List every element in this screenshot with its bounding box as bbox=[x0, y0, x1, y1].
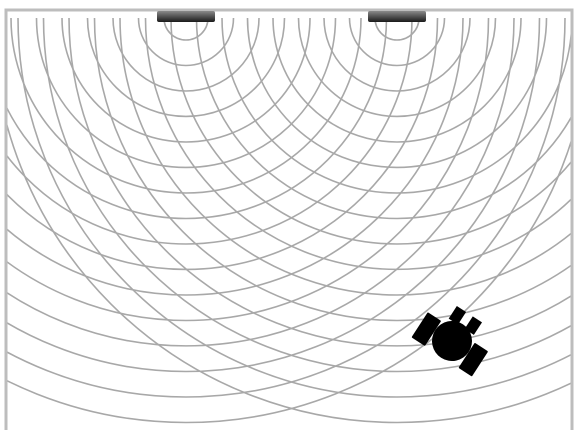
source-left-wavefront bbox=[139, 18, 234, 66]
source-right bbox=[368, 11, 426, 22]
source-left-wavefront bbox=[113, 18, 259, 91]
source-right-wavefront bbox=[273, 18, 521, 142]
source-left-wavefront bbox=[88, 18, 285, 116]
source-left-wavefront bbox=[0, 18, 438, 269]
source-right-wavefront bbox=[350, 18, 445, 66]
source-left bbox=[157, 11, 215, 22]
source-right-wavefront bbox=[120, 18, 576, 295]
source-right-wavefront bbox=[95, 18, 576, 321]
source-left-wavefront bbox=[62, 18, 310, 142]
source-right-wavefront bbox=[299, 18, 496, 116]
wavefront-group bbox=[0, 18, 576, 423]
source-right-wavefront bbox=[44, 18, 576, 372]
source-left-wavefront bbox=[0, 18, 514, 346]
source-left-wavefront bbox=[0, 18, 565, 397]
source-right-wavefront bbox=[324, 18, 470, 91]
